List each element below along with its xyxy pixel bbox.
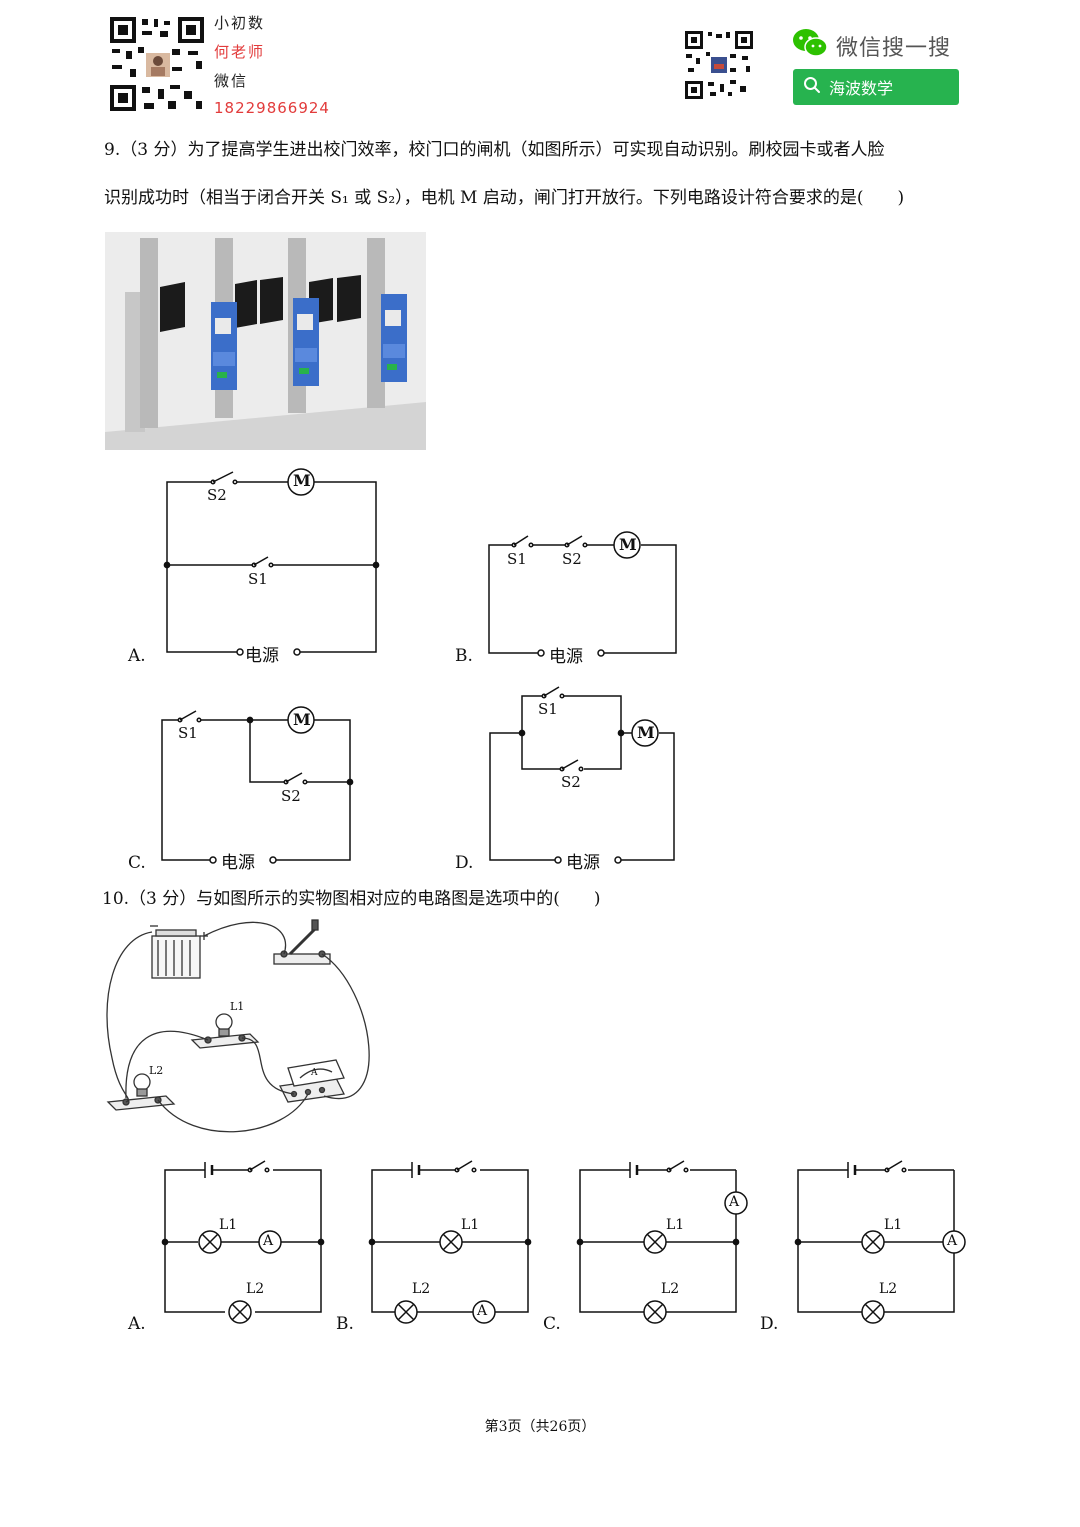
switch-s2-label: S2 xyxy=(562,550,582,568)
lamp-l2-label: L2 xyxy=(661,1281,680,1297)
q9-circuit-d: M S1 S2 电源 xyxy=(480,680,690,873)
header-label-xiaochushu: 小初数 xyxy=(214,14,266,32)
motor-label: M xyxy=(293,471,311,490)
physical-circuit-drawing: L1 L2 A xyxy=(104,918,376,1144)
search-icon xyxy=(803,76,821,98)
switch-s1-label: S1 xyxy=(538,700,558,718)
ammeter-label: A xyxy=(947,1233,958,1249)
q9-line2: 识别成功时（相当于闭合开关 S₁ 或 S₂），电机 M 启动，闸门打开放行。下列… xyxy=(104,188,905,208)
power-source-label: 电源 xyxy=(245,646,279,666)
power-source-label: 电源 xyxy=(549,647,583,667)
header-label-teacher: 何老师 xyxy=(214,43,266,61)
power-source-label: 电源 xyxy=(221,853,255,873)
switch-s1-label: S1 xyxy=(507,550,527,568)
q10-option-d-label[interactable]: D. xyxy=(760,1314,779,1334)
q9-circuit-a: M S2 S1 电源 xyxy=(155,460,395,666)
q10-circuit-a: A L1 L2 xyxy=(155,1155,335,1330)
q9-circuit-b: M S1 S2 电源 xyxy=(478,525,688,667)
lamp-l2-label: L2 xyxy=(412,1281,431,1297)
q10-line1: 10.（3 分）与如图所示的实物图相对应的电路图是选项中的( ) xyxy=(102,889,601,909)
switch-s2-label: S2 xyxy=(207,486,227,504)
physical-ammeter-label: A xyxy=(311,1068,318,1078)
qr-code-wechat xyxy=(684,30,754,100)
qr-code-teacher xyxy=(108,15,206,113)
q10-circuit-b: A L1 L2 xyxy=(362,1155,542,1330)
switch-s1-label: S1 xyxy=(178,724,198,742)
wechat-search-title: 微信搜一搜 xyxy=(836,36,952,61)
ammeter-icon xyxy=(279,1059,345,1103)
turnstile-gate-photo xyxy=(105,232,426,450)
physical-l2-label: L2 xyxy=(149,1064,164,1077)
physical-l1-label: L1 xyxy=(230,1000,245,1013)
q9-option-a-label[interactable]: A. xyxy=(128,646,146,666)
motor-label: M xyxy=(619,535,637,554)
lamp-l2-label: L2 xyxy=(879,1281,898,1297)
bulb-l2-icon xyxy=(106,1073,176,1111)
bulb-l1-icon xyxy=(190,1013,260,1049)
knife-switch-icon xyxy=(273,919,331,965)
q9-option-b-label[interactable]: B. xyxy=(455,646,473,666)
q10-circuit-d: A L1 L2 xyxy=(788,1155,973,1330)
header-phone-number: 18229866924 xyxy=(214,99,330,117)
lamp-l1-label: L1 xyxy=(666,1217,685,1233)
wechat-icon xyxy=(792,27,828,59)
switch-s2-label: S2 xyxy=(281,787,301,805)
q10-option-b-label[interactable]: B. xyxy=(336,1314,354,1334)
ammeter-label: A xyxy=(263,1233,274,1249)
header-label-wechat: 微信 xyxy=(214,72,249,90)
q9-circuit-c: M S1 S2 电源 xyxy=(150,700,365,873)
q10-option-c-label[interactable]: C. xyxy=(543,1314,561,1334)
q9-line1: 9.（3 分）为了提高学生进出校门效率，校门口的闸机（如图所示）可实现自动识别。… xyxy=(104,140,885,160)
motor-label: M xyxy=(293,710,311,729)
lamp-l2-label: L2 xyxy=(246,1281,265,1297)
power-source-label: 电源 xyxy=(566,853,600,873)
motor-label: M xyxy=(637,723,655,742)
ammeter-label: A xyxy=(729,1194,740,1210)
wechat-search-button-label: 海波数学 xyxy=(829,79,894,98)
lamp-l1-label: L1 xyxy=(461,1217,480,1233)
wechat-search-button[interactable]: 海波数学 xyxy=(793,69,959,105)
lamp-l1-label: L1 xyxy=(219,1217,238,1233)
switch-s2-label: S2 xyxy=(561,773,581,791)
battery-icon xyxy=(150,925,208,979)
ammeter-label: A xyxy=(477,1303,488,1319)
q10-option-a-label[interactable]: A. xyxy=(128,1314,146,1334)
lamp-l1-label: L1 xyxy=(884,1217,903,1233)
q9-option-c-label[interactable]: C. xyxy=(128,853,146,873)
page-number: 第3页（共26页） xyxy=(484,1419,596,1435)
switch-s1-label: S1 xyxy=(248,570,268,588)
q9-option-d-label[interactable]: D. xyxy=(455,853,474,873)
q10-circuit-c: A L1 L2 xyxy=(570,1155,755,1330)
